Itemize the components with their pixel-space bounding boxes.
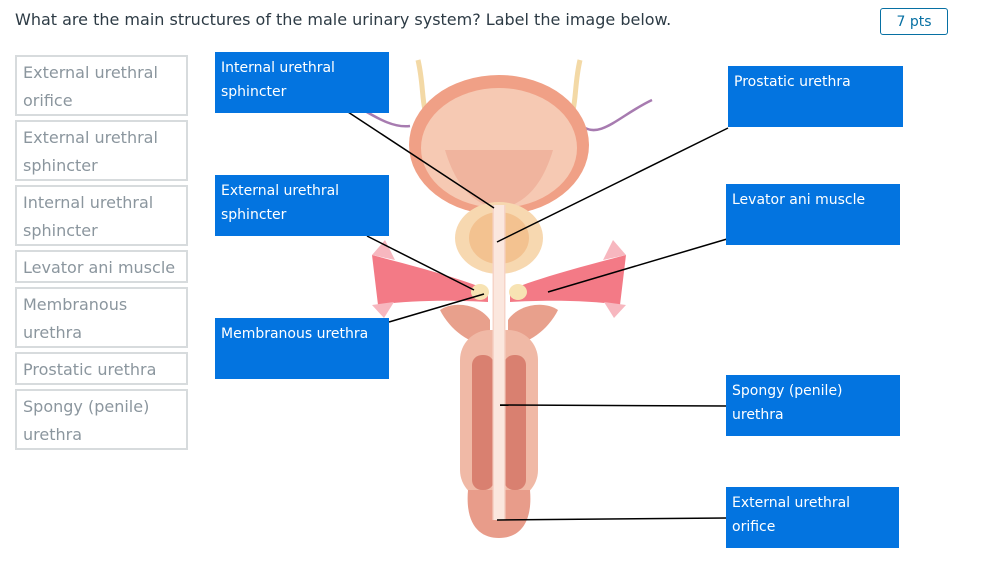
target-levator-ani-muscle[interactable]: Levator ani muscle xyxy=(726,184,900,245)
points-badge: 7 pts xyxy=(880,8,948,35)
word-bank-item-prostatic-urethra[interactable]: Prostatic urethra xyxy=(15,352,188,385)
target-external-urethral-sphincter[interactable]: External urethral sphincter xyxy=(215,175,389,236)
bladder xyxy=(409,75,589,215)
question-text: What are the main structures of the male… xyxy=(15,10,672,29)
leader-lines xyxy=(347,111,729,521)
levator-ani-muscle xyxy=(372,240,626,318)
target-internal-urethral-sphincter[interactable]: Internal urethral sphincter xyxy=(215,52,389,113)
target-membranous-urethra[interactable]: Membranous urethra xyxy=(215,318,389,379)
target-external-urethral-orifice[interactable]: External urethral orifice xyxy=(726,487,899,548)
word-bank-item-levator-ani-muscle[interactable]: Levator ani muscle xyxy=(15,250,188,283)
word-bank-item-external-urethral-sphincter[interactable]: External urethral sphincter xyxy=(15,120,188,181)
target-prostatic-urethra[interactable]: Prostatic urethra xyxy=(728,66,903,127)
word-bank-item-external-urethral-orifice[interactable]: External urethral orifice xyxy=(15,55,188,116)
word-bank-item-spongy-urethra[interactable]: Spongy (penile) urethra xyxy=(15,389,188,450)
word-bank-item-membranous-urethra[interactable]: Membranous urethra xyxy=(15,287,188,348)
target-spongy-urethra[interactable]: Spongy (penile) urethra xyxy=(726,375,900,436)
word-bank-item-internal-urethral-sphincter[interactable]: Internal urethral sphincter xyxy=(15,185,188,246)
